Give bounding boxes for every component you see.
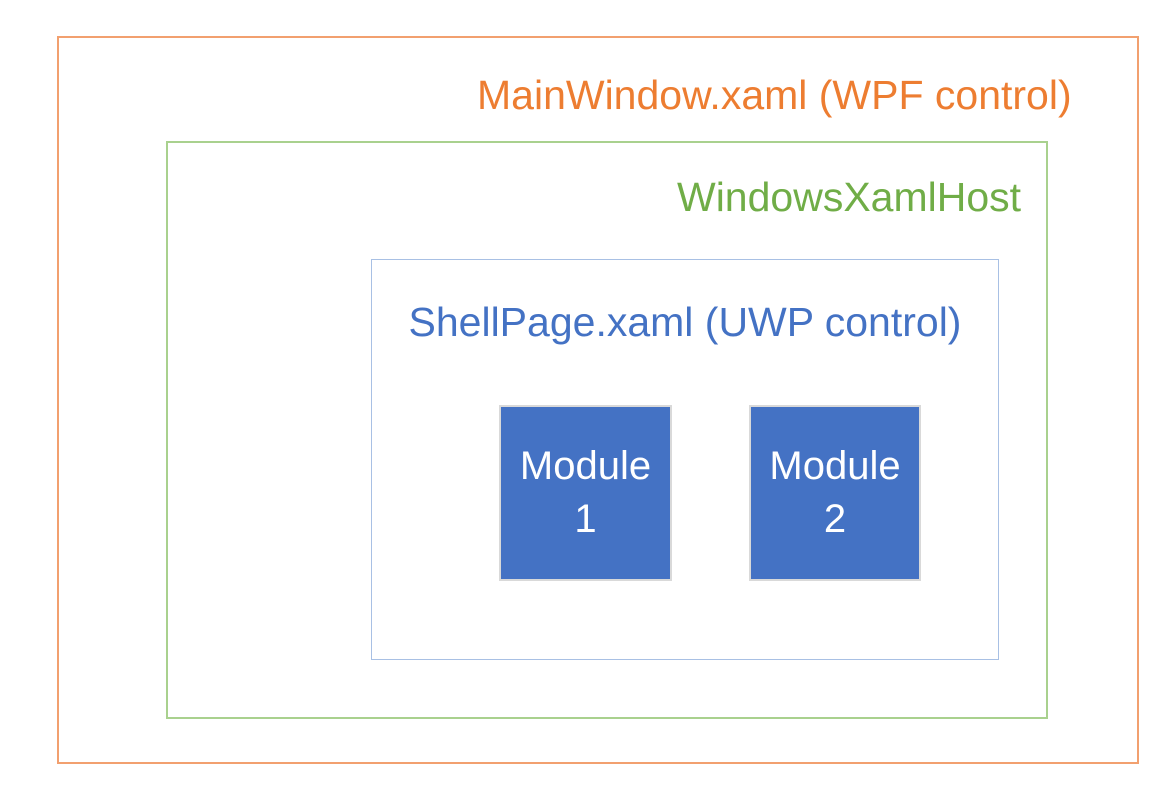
mainwindow-wpf-box: MainWindow.xaml (WPF control) WindowsXam… (57, 36, 1139, 764)
windowsxamlhost-label: WindowsXamlHost (677, 174, 1022, 220)
shellpage-uwp-box: ShellPage.xaml (UWP control) Module 1 Mo… (371, 259, 999, 660)
shellpage-uwp-label: ShellPage.xaml (UWP control) (408, 299, 962, 345)
module-2-box: Module 2 (749, 405, 921, 581)
module-1-box: Module 1 (499, 405, 672, 581)
mainwindow-wpf-label: MainWindow.xaml (WPF control) (477, 72, 1072, 118)
windowsxamlhost-box: WindowsXamlHost ShellPage.xaml (UWP cont… (166, 141, 1048, 719)
